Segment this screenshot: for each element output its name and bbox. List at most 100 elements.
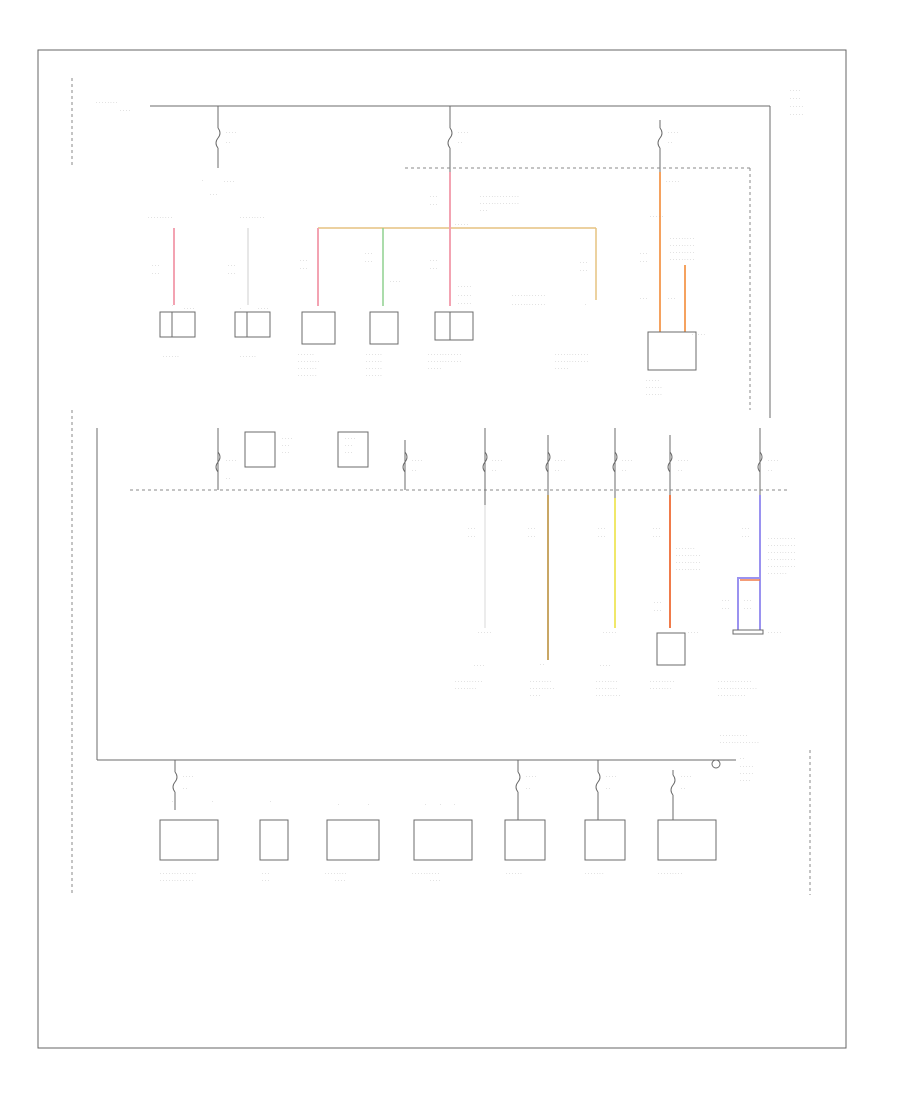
svg-text:· · ·: · · · — [640, 260, 647, 265]
svg-text:· · · ·: · · · · — [226, 459, 236, 464]
svg-text:· · · · · · · · · · · ·: · · · · · · · · · · · · — [512, 303, 545, 308]
svg-text:· · · ·: · · · · — [688, 631, 698, 636]
svg-text:· · · · · · · · · · · · · ·: · · · · · · · · · · · · · · — [480, 195, 519, 200]
svg-text:· · ·: · · · — [742, 535, 749, 540]
svg-text:·: · — [425, 803, 426, 808]
svg-text:· · · · · · · · · ·: · · · · · · · · · · — [768, 565, 795, 570]
svg-text:· ·: · · — [740, 757, 744, 762]
svg-text:·: · — [172, 304, 173, 309]
svg-text:·: · — [270, 800, 271, 805]
svg-text:· · ·: · · · — [744, 599, 751, 604]
svg-text:· · · · ·: · · · · · — [790, 105, 803, 110]
svg-text:· · ·: · · · — [262, 879, 269, 884]
svg-text:· · · ·: · · · · — [390, 280, 400, 285]
svg-text:· · ·: · · · — [580, 269, 587, 274]
svg-text:· · ·: · · · — [580, 261, 587, 266]
svg-text:·: · — [585, 303, 586, 308]
svg-text:· · ·: · · · — [668, 297, 675, 302]
lower-mid-box-violet — [732, 629, 764, 635]
svg-text:· · · · ·: · · · · · — [478, 631, 491, 636]
svg-text:· · · · · · · · · ·: · · · · · · · · · · — [768, 551, 795, 556]
svg-text:· · · ·: · · · · — [282, 437, 292, 442]
svg-text:· · · · ·: · · · · · — [458, 294, 471, 299]
svg-text:· · · · ·: · · · · · — [666, 180, 679, 185]
svg-text:· · · · ·: · · · · · — [790, 113, 803, 118]
svg-text:· · · ·: · · · · — [678, 459, 688, 464]
svg-text:· · ·: · · · — [262, 872, 269, 877]
svg-text:· · · · ·: · · · · · — [555, 367, 568, 372]
svg-text:· · ·: · · · — [528, 535, 535, 540]
svg-text:· ·: · · — [183, 787, 187, 792]
svg-text:· · · · · · · · · · · · · ·: · · · · · · · · · · · · · · — [718, 687, 757, 692]
svg-text:· · ·: · · · — [430, 259, 437, 264]
svg-text:· · · ·: · · · · — [183, 775, 193, 780]
svg-text:·: · — [454, 803, 455, 808]
svg-text:· · ·: · · · — [654, 609, 661, 614]
svg-text:· · · · · ·: · · · · · · — [366, 353, 382, 358]
svg-text:· ·: · · — [768, 469, 772, 474]
svg-text:·: · — [368, 803, 369, 808]
svg-text:· · · · · · · · · · · ·: · · · · · · · · · · · · — [512, 294, 545, 299]
svg-text:· · · ·: · · · · — [668, 131, 678, 136]
svg-text:· · · · · ·: · · · · · · — [366, 360, 382, 365]
svg-text:· · ·: · · · — [598, 527, 605, 532]
svg-text:· · · · · ·: · · · · · · — [240, 355, 256, 360]
violet-loop — [737, 577, 760, 630]
svg-text:· ·: · · — [678, 469, 682, 474]
svg-text:· · · ·: · · · · — [474, 664, 484, 669]
top-fuse-1: · · · · · · — [215, 106, 236, 168]
svg-text:· · · · · · · ·: · · · · · · · · — [596, 687, 617, 692]
svg-text:· · · ·: · · · · — [526, 775, 536, 780]
svg-text:·: · — [440, 803, 441, 808]
svg-text:· · · · · · · · · ·: · · · · · · · · · · — [768, 537, 795, 542]
bottom-component-boxes — [159, 819, 717, 861]
svg-text:· · · · · ·: · · · · · · — [163, 355, 179, 360]
svg-text:· · · ·: · · · · — [555, 459, 565, 464]
svg-text:· · ·: · · · — [653, 527, 660, 532]
svg-text:· ·: · · — [226, 477, 230, 482]
svg-text:·: · — [338, 803, 339, 808]
svg-text:· · · · · · · · ·: · · · · · · · · · — [670, 258, 694, 263]
svg-text:·: · — [240, 307, 241, 312]
ground-symbol — [711, 759, 736, 769]
svg-text:· · · ·: · · · · — [412, 459, 422, 464]
svg-text:· · · · · ·: · · · · · · — [366, 367, 382, 372]
svg-text:· · ·: · · · — [228, 264, 235, 269]
page-border — [37, 49, 847, 1049]
svg-text:· ·: · · — [555, 469, 559, 474]
svg-text:· · · ·: · · · · — [530, 694, 540, 699]
svg-text:· ·: · · — [226, 141, 230, 146]
svg-text:· ·: · · — [492, 469, 496, 474]
svg-text:· · · ·: · · · · — [224, 180, 234, 185]
svg-text:· · · ·: · · · · — [600, 664, 610, 669]
svg-text:· · ·: · · · — [365, 260, 372, 265]
svg-text:· · ·: · · · — [152, 264, 159, 269]
svg-text:· ·: · · — [540, 663, 544, 668]
svg-text:· · · · · · · · · ·: · · · · · · · · · · — [718, 694, 745, 699]
svg-text:· · · · ·: · · · · · — [692, 333, 705, 338]
svg-text:· · · · · · · ·: · · · · · · · · — [455, 687, 476, 692]
svg-text:· · ·: · · · — [528, 527, 535, 532]
svg-text:· · · · · · · · · ·: · · · · · · · · · · — [455, 680, 482, 685]
svg-text:· ·: · · — [606, 787, 610, 792]
svg-text:· · · · · · · · · · · ·: · · · · · · · · · · · · — [428, 353, 461, 358]
svg-text:· ·: · · — [668, 141, 672, 146]
svg-text:· · · · ·: · · · · · — [428, 367, 441, 372]
svg-text:· ·: · · — [458, 141, 462, 146]
svg-text:· · ·: · · · — [742, 527, 749, 532]
svg-text:· · · ·: · · · · — [681, 775, 691, 780]
svg-text:· · · · · · · ·: · · · · · · · · — [650, 687, 671, 692]
right-module-box — [647, 331, 697, 371]
svg-text:· · · · · · · · ·: · · · · · · · · · — [676, 568, 700, 573]
svg-text:· · ·: · · · — [654, 601, 661, 606]
svg-text:· · ·: · · · — [430, 203, 437, 208]
svg-text:· · · · · · ·: · · · · · · · — [676, 547, 695, 552]
svg-text:· · · · · ·: · · · · · · — [646, 386, 662, 391]
svg-text:· · · · · · · · ·: · · · · · · · · · — [676, 554, 700, 559]
svg-text:· · · · · · · · · ·: · · · · · · · · · · — [768, 558, 795, 563]
svg-text:· · · ·: · · · · — [430, 879, 440, 884]
svg-text:· · · · · · · · ·: · · · · · · · · · — [670, 251, 694, 256]
svg-text:· · · ·: · · · · — [226, 131, 236, 136]
svg-text:· · · ·: · · · · — [622, 459, 632, 464]
